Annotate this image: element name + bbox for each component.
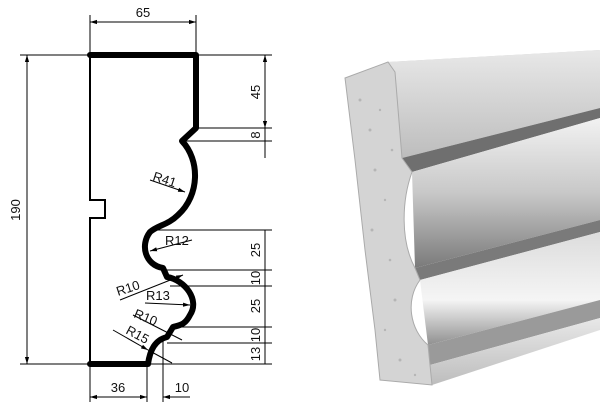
radius-r12: R12 [165,233,189,248]
foam-cross-section [344,61,433,386]
dim-10a: 10 [248,271,263,285]
width-label: 65 [136,5,150,20]
radius-r13: R13 [146,288,170,303]
molding-3d-render [344,50,600,386]
radius-r10a: R10 [114,277,141,299]
radius-r41: R41 [151,169,178,191]
dim-8: 8 [248,131,263,138]
height-label: 190 [8,199,23,221]
dimension-height: 190 [8,54,90,365]
dim-10b: 10 [248,328,263,342]
dim-45: 45 [248,85,263,99]
dim-36: 36 [111,380,125,395]
dimension-right-chain: 45 8 25 10 25 10 13 [148,54,272,365]
radius-callouts: R41 R12 R10 R13 R10 R15 [112,169,193,364]
dim-25a: 25 [248,243,263,257]
dim-10-bottom: 10 [175,380,189,395]
foam-texture [358,98,417,377]
dim-13: 13 [248,347,263,361]
dimension-width: 65 [89,5,197,55]
dim-25b: 25 [248,299,263,313]
dimension-bottom: 36 10 [89,340,190,402]
